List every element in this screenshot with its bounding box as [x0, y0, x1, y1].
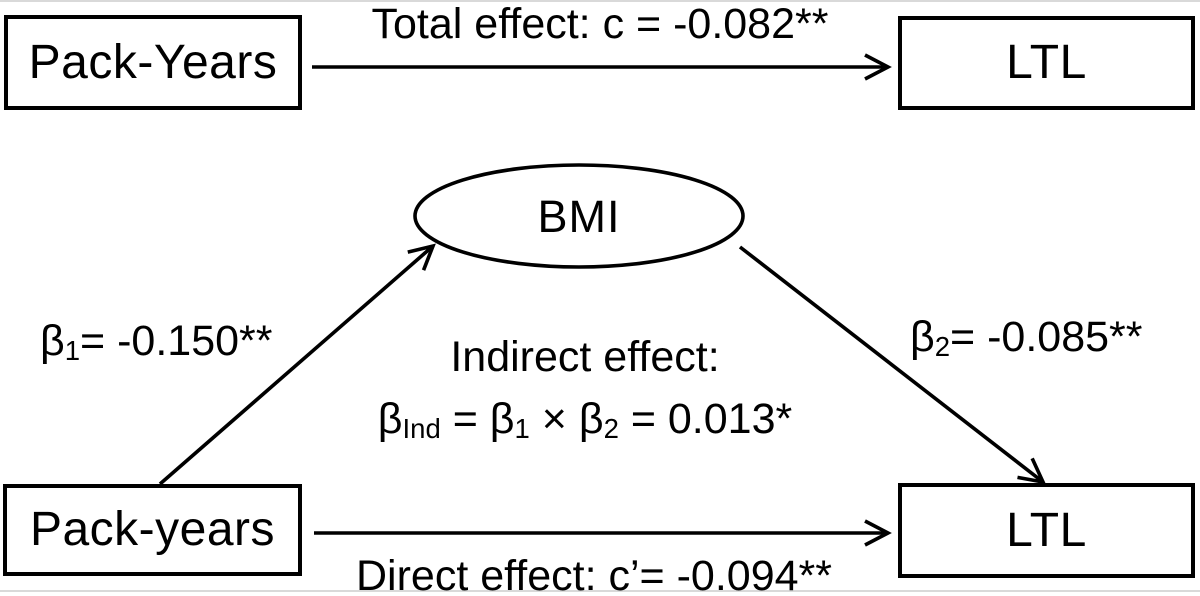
mediator-label-text: BMI: [537, 191, 621, 242]
outcome-box-mediation-label: LTL: [1006, 503, 1087, 557]
indirect-times-beta: × β: [529, 395, 604, 443]
bottom-border-line: [0, 590, 1200, 592]
a-path-value: = -0.150**: [80, 317, 273, 365]
b-path-label: β2= -0.085**: [910, 313, 1143, 362]
predictor-box-mediation-label: Pack-years: [29, 503, 276, 556]
predictor-box-total: Pack-Years: [4, 15, 302, 110]
indirect-effect-equation: βInd = β1 × β2 = 0.013*: [335, 395, 835, 444]
a-path-beta-symbol: β: [40, 317, 65, 365]
indirect-equals-beta: = β: [440, 395, 515, 443]
indirect-sub2: 2: [603, 412, 619, 444]
outcome-box-total: LTL: [898, 16, 1195, 110]
predictor-box-mediation: Pack-years: [3, 484, 302, 576]
total-effect-label: Total effect: c = -0.082**: [371, 0, 829, 48]
a-path-arrow: [158, 243, 436, 486]
direct-effect-label: Direct effect: c’= -0.094**: [355, 552, 833, 596]
b-path-value: = -0.085**: [950, 313, 1143, 361]
a-path-label: β1= -0.150**: [40, 317, 273, 366]
indirect-beta-symbol: β: [377, 395, 403, 443]
indirect-effect-title: Indirect effect:: [450, 333, 720, 381]
outcome-box-mediation: LTL: [898, 483, 1195, 578]
mediator-label: BMI: [414, 168, 744, 266]
indirect-result: = 0.013*: [618, 395, 793, 443]
mediator-ellipse: [413, 163, 745, 269]
b-path-arrow: [738, 245, 1047, 485]
indirect-ind-subscript: Ind: [402, 412, 441, 444]
indirect-sub1: 1: [514, 412, 530, 444]
outcome-box-total-label: LTL: [1006, 36, 1087, 89]
top-border-line: [0, 0, 1200, 2]
a-path-beta-subscript: 1: [64, 334, 81, 366]
b-path-beta-symbol: β: [910, 313, 935, 361]
b-path-beta-subscript: 2: [934, 330, 951, 362]
predictor-box-total-label: Pack-Years: [28, 35, 278, 89]
